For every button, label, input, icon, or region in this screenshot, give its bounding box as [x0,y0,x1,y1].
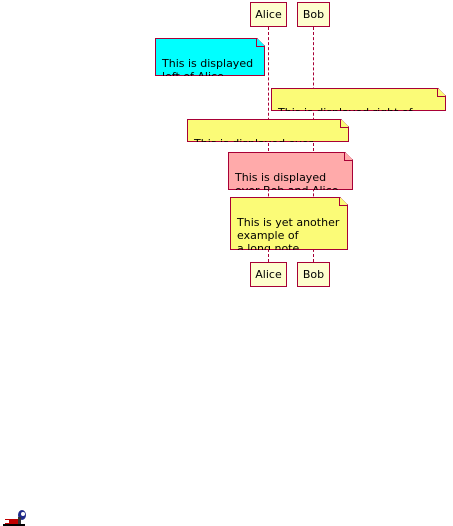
note-fold-icon [344,152,353,161]
note-left-of-alice-text: This is displayed left of Alice [162,57,254,83]
note-over-bob-and-alice-text: This is displayed over Bob and Alice. [235,171,342,197]
mascot-icon [3,510,26,526]
note-fold-icon [256,38,265,47]
note-over-alice: This is displayed over Alice. [187,119,349,142]
alice-lifeline [268,27,269,262]
bob-lifeline [313,27,314,262]
participant-alice-bottom: Alice [250,262,287,287]
note-over-bob-and-alice: This is displayed over Bob and Alice. [228,152,353,190]
note-fold-icon [340,119,349,128]
participant-bob-top: Bob [297,2,330,27]
note-long-text: This is yet another example of a long no… [237,216,340,255]
participant-bob-bottom: Bob [297,262,330,287]
note-long: This is yet another example of a long no… [230,197,348,250]
note-right-of-alice: This is displayed right of Alice. [271,88,446,111]
note-fold-icon [339,197,348,206]
note-fold-icon [437,88,446,97]
participant-alice-top: Alice [250,2,287,27]
note-left-of-alice: This is displayed left of Alice [155,38,265,76]
